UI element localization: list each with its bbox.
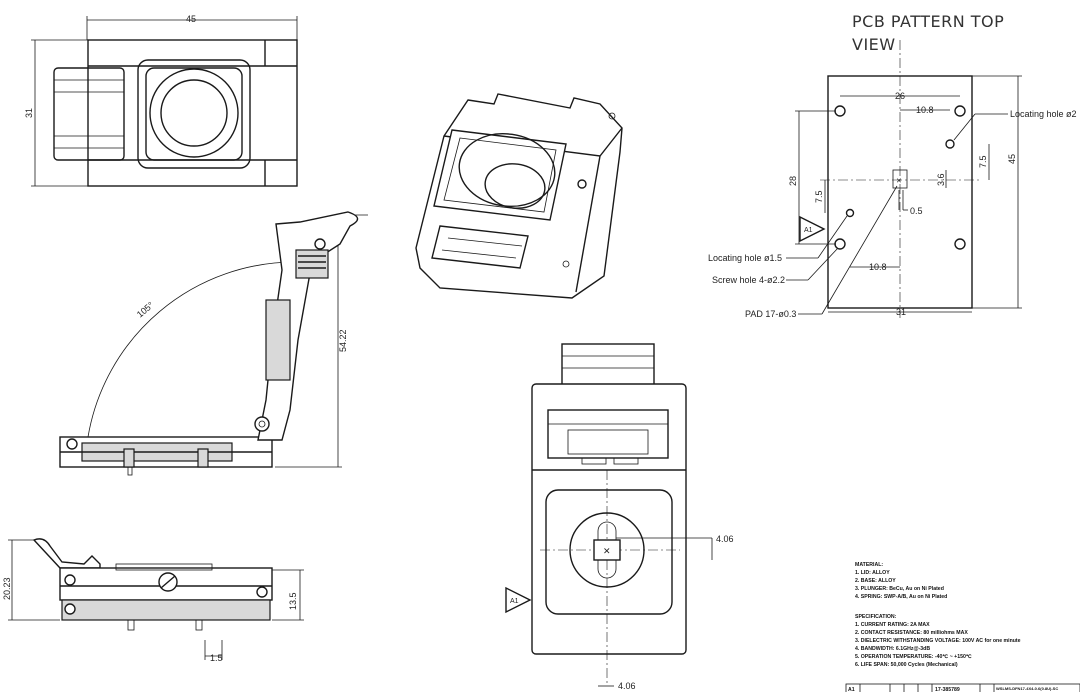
spec-line: 1. CURRENT RATING: 2A MAX (855, 622, 930, 628)
material-line: 4. SPRING: SWP-A/B, Au on Ni Plated (855, 594, 947, 600)
front-dim-b: 4.06 (618, 681, 636, 691)
pcb-dim-45: 45 (1007, 154, 1017, 164)
spec-title: SPECIFICATION: (855, 614, 897, 620)
material-line: 2. BASE: ALLOY (855, 578, 896, 584)
pcb-dim-31: 31 (896, 307, 906, 317)
pcb-dim-7-5-left: 7.5 (814, 190, 824, 203)
front-a1-marker: A1 (510, 598, 519, 605)
pcb-title-line2: VIEW (852, 35, 896, 54)
top-dim-width: 45 (186, 14, 196, 24)
pcb-dim-28: 28 (788, 176, 798, 186)
front-pad-cross: ✕ (603, 546, 611, 556)
title-drawing-no: 17-385789 (935, 687, 960, 692)
title-block: A1 17-385789 WSLMS-DFN17-4X4-0.6(0.8U)-S… (845, 683, 1080, 692)
spec-line: 6. LIFE SPAN: 50,000 Cycles (Mechanical) (855, 662, 958, 668)
closed-dim-h1: 20.23 (2, 577, 12, 600)
front-dim-a: 4.06 (716, 534, 734, 544)
pcb-dim-26: 26 (895, 91, 905, 101)
material-line: 3. PLUNGER: BeCu, Au on Ni Plated (855, 586, 944, 592)
closed-dim-h2: 13.5 (288, 592, 298, 610)
notes-block: MATERIAL: 1. LID: ALLOY 2. BASE: ALLOY 3… (855, 562, 1021, 668)
side-height: 54.22 (338, 329, 348, 352)
closed-side-view: 20.23 13.5 1.5 (2, 538, 304, 663)
top-dim-height: 31 (24, 108, 34, 118)
pcb-dim-10-8-bot: 10.8 (869, 262, 887, 272)
pcb-dim-0-5: 0.5 (910, 206, 923, 216)
isometric-view (415, 93, 623, 299)
pcb-dim-3-6: 3.6 (936, 173, 946, 186)
spec-line: 5. OPERATION TEMPERATURE: -40℃ ~ +150℃ (855, 653, 972, 660)
side-view: 105° 54.22 (59, 211, 368, 476)
spec-line: 2. CONTACT RESISTANCE: 80 milliohms MAX (855, 630, 968, 636)
spec-line: 3. DIELECTRIC WITHSTANDING VOLTAGE: 100V… (855, 638, 1021, 644)
pcb-dim-7-5-right: 7.5 (978, 155, 988, 168)
pcb-pad-cross: ✕ (896, 178, 902, 185)
pcb-label-screw-hole: Screw hole 4-ø2.2 (712, 275, 785, 285)
pcb-label-loc-hole-2: Locating hole ø2 (1010, 109, 1077, 119)
material-line: 1. LID: ALLOY (855, 570, 890, 576)
pcb-label-pad: PAD 17-ø0.3 (745, 309, 796, 319)
pcb-label-loc-hole-15: Locating hole ø1.5 (708, 253, 782, 263)
pcb-title-line1: PCB PATTERN TOP (852, 12, 1004, 31)
pcb-dim-10-8-top: 10.8 (916, 105, 934, 115)
title-part-no: WSLMS-DFN17-4X4-0.6(0.8U)-SC (996, 686, 1058, 691)
title-rev: A1 (848, 687, 855, 692)
pcb-a1-marker: A1 (804, 227, 813, 234)
closed-dim-w: 1.5 (210, 653, 223, 663)
side-angle: 105° (135, 300, 156, 320)
pcb-pattern: PCB PATTERN TOP VIEW ✕ 26 10.8 10.8 31 2… (708, 12, 1077, 319)
front-view: ✕ 4.06 4.06 A1 (505, 343, 734, 691)
spec-line: 4. BANDWIDTH: 6.1GHz@-3dB (855, 646, 930, 652)
top-view: 45 31 (24, 14, 298, 187)
material-title: MATERIAL: (855, 562, 883, 568)
